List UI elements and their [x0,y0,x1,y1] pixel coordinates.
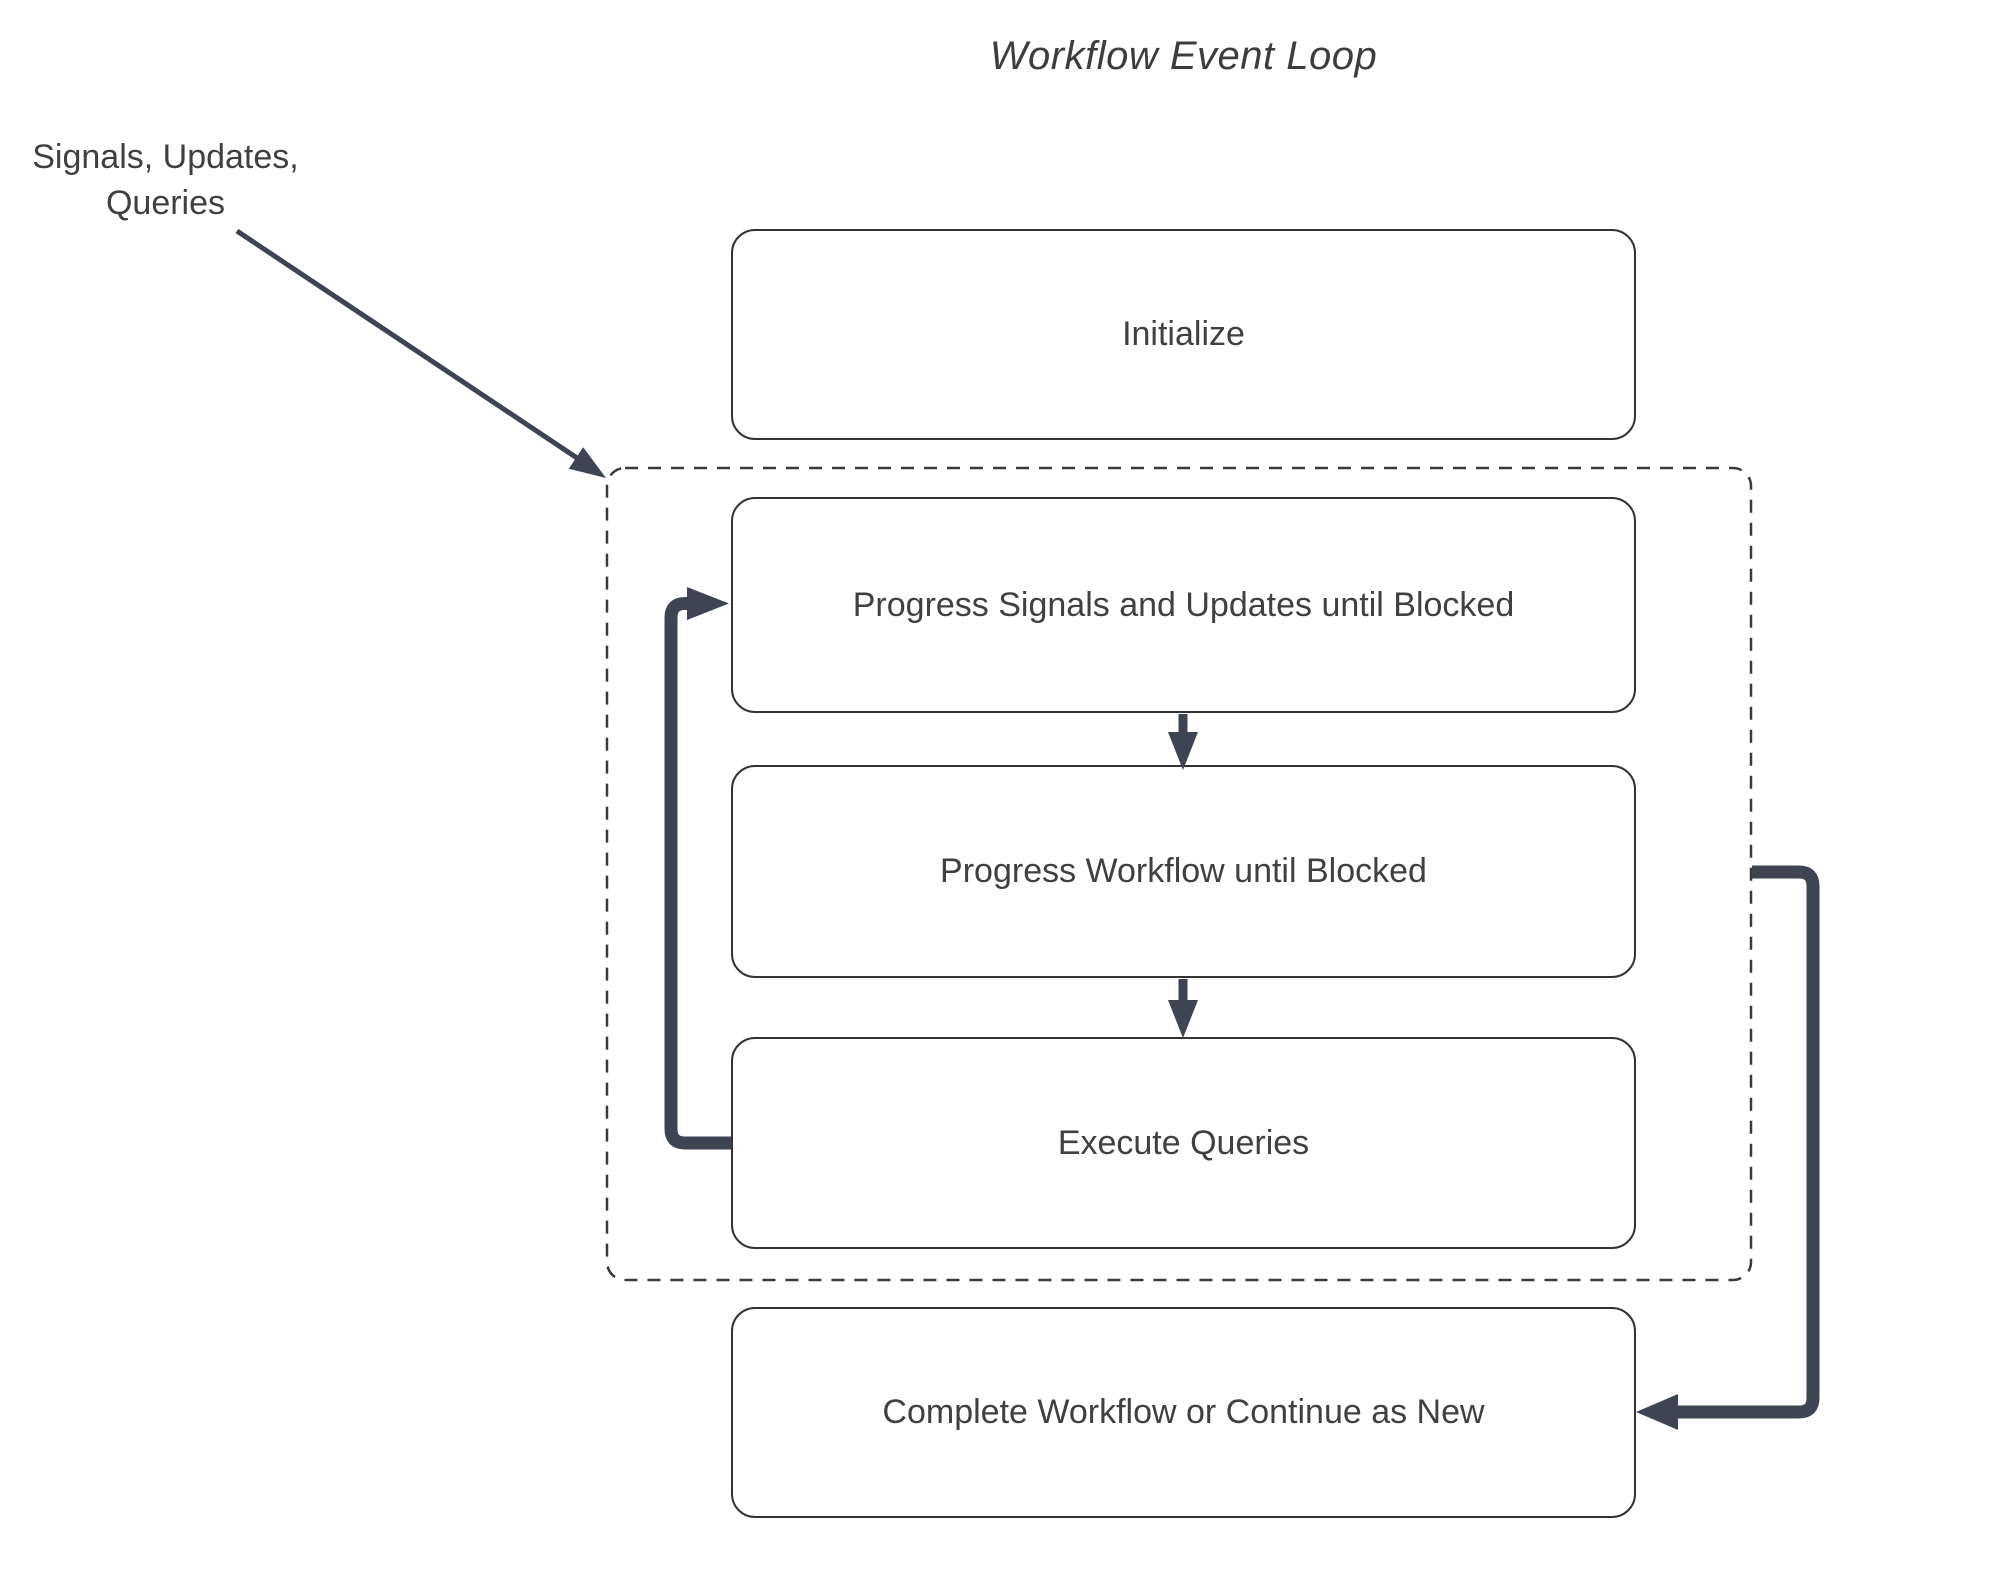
diagram-title: Workflow Event Loop [989,34,1378,78]
input-arrow-head [568,447,606,478]
node-complete-workflow: Complete Workflow or Continue as New [731,1307,1636,1518]
input-sources-label-line2: Queries [105,184,226,222]
node-execute-queries: Execute Queries [731,1037,1636,1249]
input-arrow [235,228,606,478]
exit-arrow-shaft [1677,865,1820,1419]
node-progress-workflow: Progress Workflow until Blocked [731,765,1636,978]
loop-back-arrow-head [687,587,729,620]
exit-arrow-head [1636,1394,1678,1430]
arrow-signals-to-workflow [1168,714,1198,770]
loop-back-arrow-shaft [664,597,731,1150]
input-arrow-shaft [235,228,582,463]
node-initialize: Initialize [731,229,1636,440]
input-sources-label: Signals, Updates, Queries [18,134,313,226]
node-progress-signals-updates: Progress Signals and Updates until Block… [731,497,1636,713]
input-sources-label-line1: Signals, Updates, [32,138,299,176]
loop-back-arrow [664,587,731,1150]
exit-arrow [1636,865,1820,1430]
arrow-workflow-to-queries-head [1168,1000,1198,1038]
node-initialize-label: Initialize [1122,315,1245,353]
node-progress-signals-updates-label: Progress Signals and Updates until Block… [852,585,1515,624]
node-progress-workflow-label: Progress Workflow until Blocked [940,852,1427,890]
arrow-workflow-to-queries [1168,979,1198,1038]
node-complete-workflow-label: Complete Workflow or Continue as New [882,1393,1485,1431]
node-execute-queries-label: Execute Queries [1057,1123,1310,1162]
